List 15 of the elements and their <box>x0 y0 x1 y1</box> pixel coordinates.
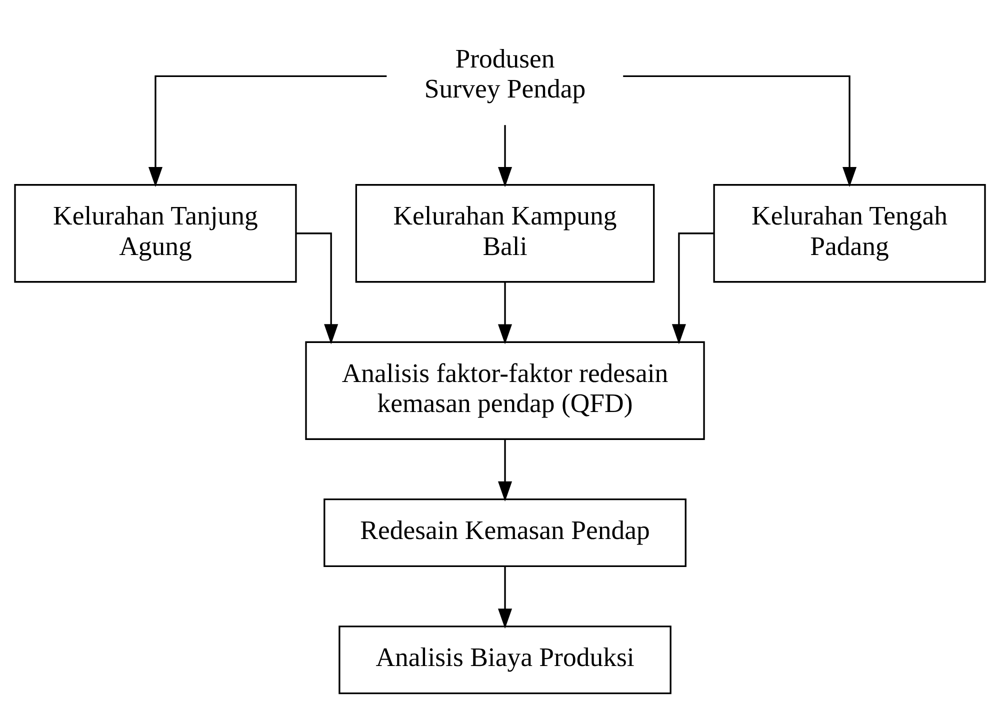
arrow <box>498 439 512 501</box>
arrow <box>148 74 387 187</box>
arrow <box>498 124 512 187</box>
node-box: Analisis Biaya Produksi <box>338 625 672 694</box>
node-text: Produsen Survey Pendap <box>424 42 586 104</box>
node-box: Redesain Kemasan Pendap <box>324 498 686 567</box>
node-box: Kelurahan Kampung Bali <box>355 184 655 282</box>
arrow <box>672 232 714 344</box>
node-box: Kelurahan Tengah Padang <box>713 184 986 282</box>
arrow <box>498 566 512 628</box>
arrow <box>296 232 338 344</box>
node-box: Analisis faktor-faktor redesain kemasan pendap (QFD) <box>305 340 705 440</box>
node-box: Kelurahan Tanjung Agung <box>14 184 297 282</box>
arrow <box>498 282 512 344</box>
arrow <box>623 74 857 187</box>
